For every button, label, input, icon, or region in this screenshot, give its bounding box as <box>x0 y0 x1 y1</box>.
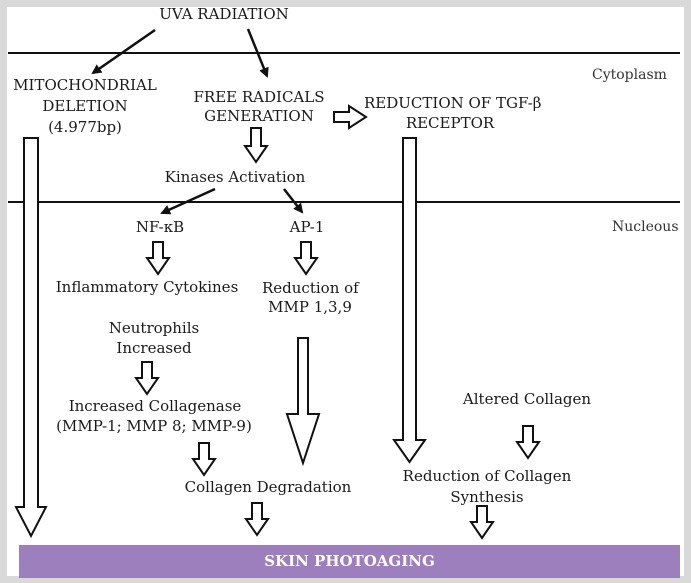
mito-label-line1: MITOCHONDRIAL <box>13 76 157 94</box>
collagen-synthesis-label-line2: Synthesis <box>450 488 524 506</box>
nfkb-label: NF-κB <box>135 218 185 236</box>
neutrophils-label-line1: Neutrophils <box>108 319 200 337</box>
skin-photoaging-banner: SKIN PHOTOAGING <box>19 545 680 578</box>
degradation-to-photoaging-arrow <box>244 502 270 537</box>
cytokines-label: Inflammatory Cytokines <box>55 278 239 296</box>
mito-label-line2: DELETION <box>42 97 128 115</box>
ap1-label: AP-1 <box>289 218 325 236</box>
altered-collagen-label: Altered Collagen <box>462 390 592 408</box>
ap1-to-mmp-arrow <box>293 241 319 276</box>
nfkb-to-cytokines-arrow <box>145 241 171 276</box>
mito-to-photoaging-arrow <box>14 137 48 539</box>
free-radicals-to-tgf-arrow <box>333 104 368 130</box>
tgf-to-synthesis-arrow <box>392 137 427 464</box>
cytoplasm-label: Cytoplasm <box>592 67 667 83</box>
mmp-label-line2: MMP 1,3,9 <box>268 298 352 316</box>
uva-radiation-label: UVA RADIATION <box>159 5 289 23</box>
synthesis-to-photoaging-arrow <box>469 505 495 540</box>
altered-to-synthesis-arrow <box>515 425 541 460</box>
free-radicals-label-line2: GENERATION <box>204 107 314 125</box>
mmp-label-line1: Reduction of <box>262 279 359 297</box>
neutrophils-to-collagenase-arrow <box>134 361 160 396</box>
uva-to-mito-arrow <box>91 28 156 75</box>
free-radicals-label-line1: FREE RADICALS <box>193 88 325 106</box>
kinases-to-ap1-arrow <box>283 188 304 214</box>
neutrophils-label-line2: Increased <box>116 339 192 357</box>
tgf-label-line1: REDUCTION OF TGF-β <box>364 94 542 112</box>
uva-to-free-radicals-arrow <box>246 28 269 78</box>
kinases-to-nfkb-arrow <box>160 187 216 215</box>
nucleus-label: Nucleous <box>612 219 679 235</box>
kinases-label: Kinases Activation <box>164 168 306 186</box>
free-radicals-to-kinases-arrow <box>243 127 269 164</box>
collagenase-to-degradation-arrow <box>191 442 217 477</box>
collagen-degradation-label: Collagen Degradation <box>184 478 352 496</box>
mmp-to-degradation-arrow <box>285 337 321 467</box>
collagenase-label-line1: Increased Collagenase <box>68 397 242 415</box>
mito-label-line3: (4.977bp) <box>48 118 122 136</box>
collagen-synthesis-label-line1: Reduction of Collagen <box>402 467 572 485</box>
tgf-label-line2: RECEPTOR <box>405 114 495 132</box>
collagenase-label-line2: (MMP-1; MMP 8; MMP-9) <box>56 417 252 435</box>
